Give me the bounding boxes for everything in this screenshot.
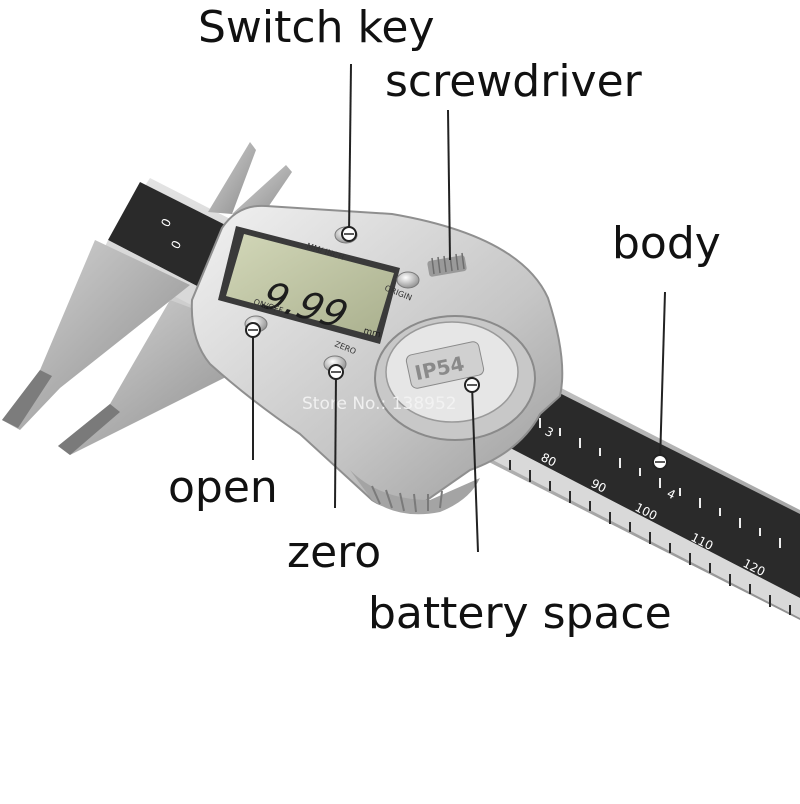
lcd-unit: mm bbox=[362, 326, 382, 340]
leader-dots bbox=[245, 226, 668, 470]
grip-ribs bbox=[371, 485, 443, 513]
body-label: body bbox=[612, 218, 721, 269]
body-leader bbox=[659, 291, 666, 463]
scale-ticks-top bbox=[539, 418, 781, 548]
screwdriver-label: screwdriver bbox=[385, 56, 642, 107]
fixed-jaw-edge bbox=[2, 370, 52, 428]
battery-space-label: battery space bbox=[368, 588, 672, 639]
lock-screw[interactable] bbox=[427, 252, 467, 277]
switch-key-label: Switch key bbox=[198, 2, 435, 53]
battery-cover[interactable]: IP54 bbox=[374, 315, 536, 441]
sliding-jaw-edge bbox=[58, 404, 120, 455]
zero-label: zero bbox=[287, 527, 382, 578]
origin-button[interactable] bbox=[396, 271, 420, 289]
battery-leader bbox=[471, 384, 479, 553]
store-watermark: Store No.: 138952 bbox=[302, 394, 457, 414]
switch-key-leader bbox=[348, 63, 352, 235]
scale-mm-80: 80 bbox=[539, 450, 559, 469]
scale-ticks bbox=[489, 450, 791, 615]
open-label: open bbox=[168, 462, 278, 513]
scale-mm-90: 90 bbox=[589, 476, 609, 495]
thumb-grip bbox=[350, 470, 480, 515]
upper-jaw-left bbox=[208, 142, 256, 214]
leader-lines bbox=[252, 63, 666, 553]
fixed-jaw bbox=[2, 240, 190, 430]
zero-leader bbox=[334, 371, 337, 509]
screwdriver-leader bbox=[447, 109, 451, 261]
